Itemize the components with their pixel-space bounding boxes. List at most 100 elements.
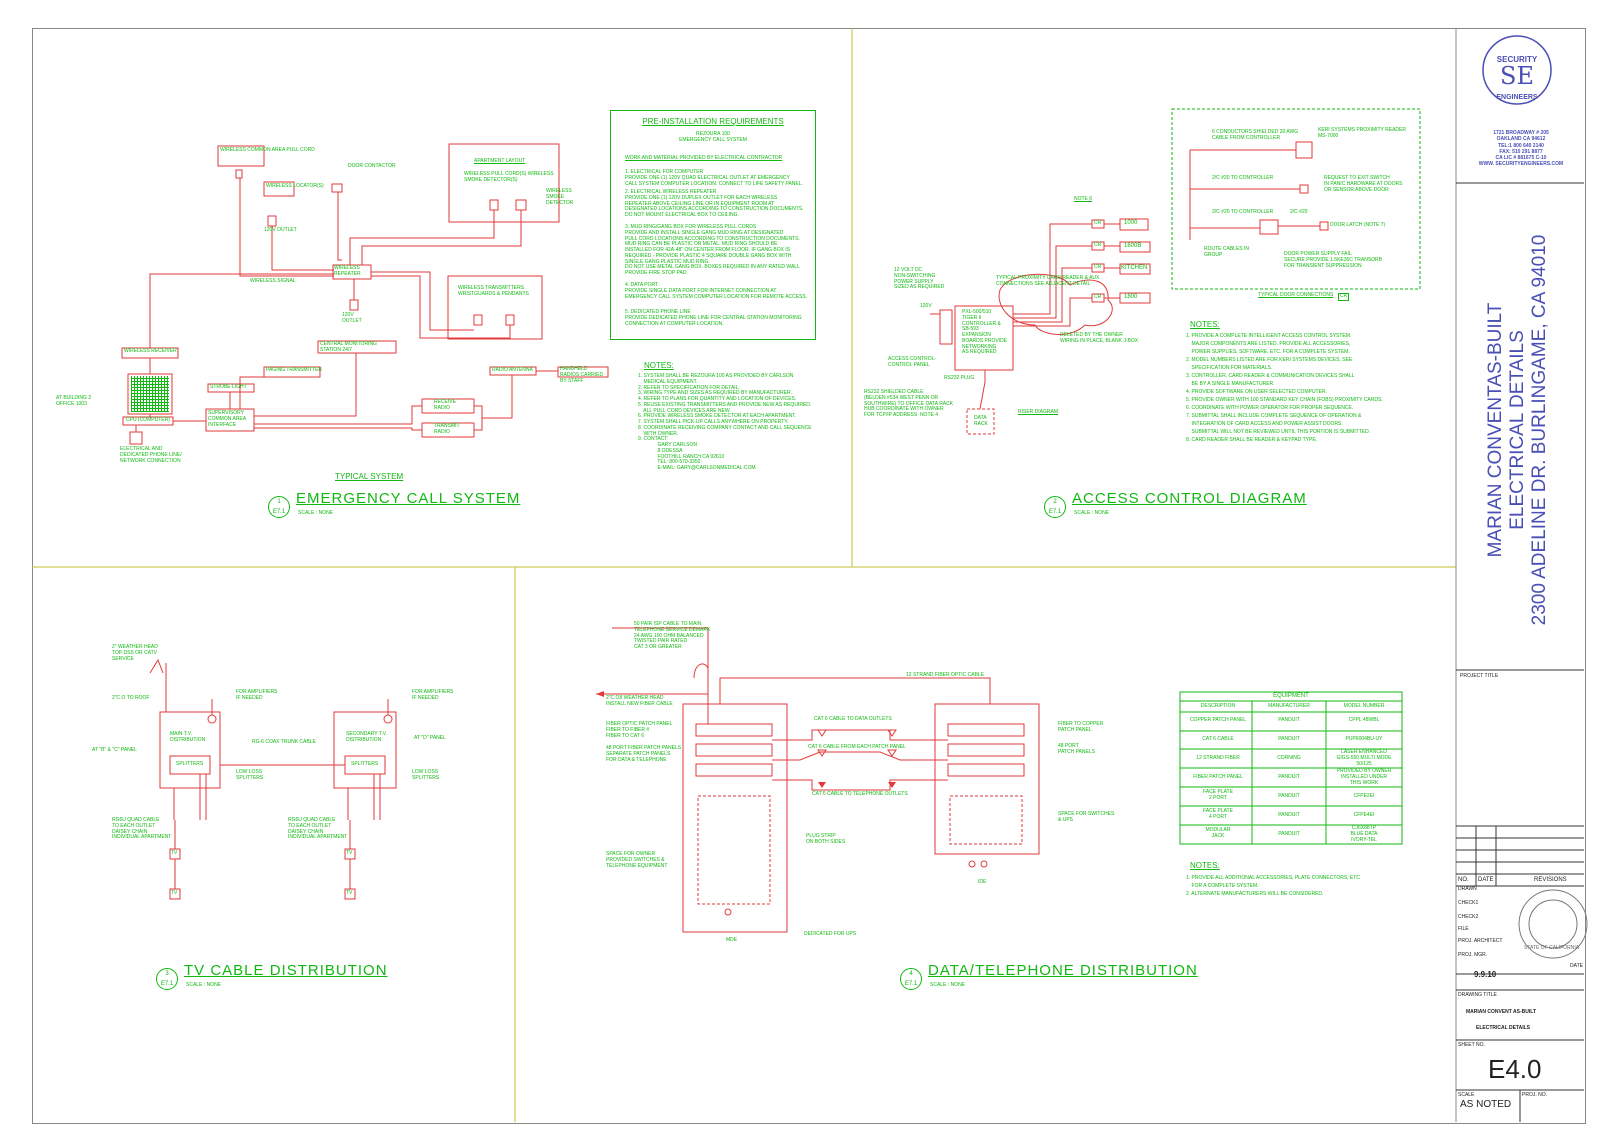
- company-address: 1721 BROADWAY # 205 OAKLAND CA 94612 TEL…: [1478, 130, 1564, 168]
- label-wireless-signal: WIRELESS SIGNAL: [250, 278, 296, 284]
- logo-security: SECURITY: [1496, 55, 1538, 64]
- drawing-sheet: [32, 28, 1586, 1124]
- equip-cell: 12 STRAND FIBER: [1196, 755, 1240, 761]
- access-notes-title: NOTES:: [1190, 320, 1220, 329]
- tv-at-d: AT "D" PANEL: [414, 735, 446, 741]
- req-title: PRE-INSTALLATION REQUIREMENTS: [642, 117, 784, 126]
- access-deleted: DELETED BY THE OWNER WIRING IN PLACE, BL…: [1060, 332, 1139, 344]
- equip-cell: PROVIDED BY OWNER INSTALLED UNDER THIS W…: [1336, 768, 1392, 786]
- data-weather: 2"C.O8 WEATHER HEAD INSTALL NEW FIBER CA…: [606, 695, 673, 707]
- access-note6: NOTE 6: [1074, 196, 1093, 202]
- tv-outlet-3: TV: [346, 850, 353, 856]
- access-notes: 1. PROVIDE A COMPLETE INTELLIGENT ACCESS…: [1186, 333, 1383, 443]
- equip-cell: PANDUIT: [1278, 736, 1300, 742]
- label-radio-antenna: RADIO ANTENNA: [492, 367, 533, 373]
- label-supervisory: SUPERVISORY COMMON AREA INTERFACE: [208, 410, 246, 428]
- data-fiber12: 12 STRAND FIBER OPTIC CABLE: [906, 672, 985, 678]
- tv-amp-2: FOR AMPLIFIERS IF NEEDED: [412, 689, 454, 701]
- label-cpu: CPU (COMPUTER): [126, 417, 170, 423]
- access-data-rack: DATA RACK: [974, 415, 988, 427]
- tv-at-bc: AT "B" & "C" PANEL: [92, 747, 137, 753]
- access-panel-label: ACCESS CONTROL- CONTROL PANEL: [888, 356, 937, 368]
- detail-title-1: EMERGENCY CALL SYSTEM: [296, 490, 521, 507]
- door-label-5: 2/C #20 TO CONTROLLER: [1212, 209, 1274, 215]
- detail-title-2: ACCESS CONTROL DIAGRAM: [1072, 490, 1307, 507]
- equip-header-1: MANUFACTURER: [1268, 703, 1310, 709]
- label-pull-cords-smoke: WIRELESS PULL CORD(S) WIRELESS SMOKE DET…: [464, 171, 554, 183]
- project-line-1: MARIAN CONVENTAS-BUILT: [1485, 302, 1507, 558]
- emergency-notes: 1. SYSTEM SHALL BE ReZoura 100 AS PROVID…: [638, 373, 812, 471]
- equip-cell: CJ6X88TP BLUE DATA IVORY-TEL: [1350, 825, 1378, 843]
- equip-cell: PUP6004BU-UY: [1345, 736, 1383, 742]
- date-value: 9.9.10: [1474, 970, 1497, 979]
- equip-cell: PANDUIT: [1278, 812, 1300, 818]
- cr-3: CR: [1094, 264, 1102, 270]
- data-space-owner: SPACE FOR OWNER PROVIDED SWITCHES & TELE…: [606, 851, 668, 869]
- equip-cell: PANDUIT: [1278, 717, 1300, 723]
- detail-scale-3: SCALE : NONE: [186, 982, 222, 988]
- detail-title-3: TV CABLE DISTRIBUTION: [184, 962, 388, 979]
- data-notes: 1. PROVIDE ALL ADDITIONAL ACCESSORIES, P…: [1186, 875, 1360, 897]
- door-label-4: REQUEST TO EXIT SWITCH IN PANIC HARDWARE…: [1324, 175, 1403, 193]
- door-label-7: DOOR LATCH (NOTE 7): [1330, 222, 1386, 228]
- cr-1: CR: [1094, 220, 1102, 226]
- tv-outlet-2: TV: [171, 890, 178, 896]
- data-cable50: 50 PAIR ISP CABLE TO MAIN TELEPHONE SERV…: [634, 621, 711, 650]
- equip-cell: CFPE2EI: [1353, 793, 1375, 799]
- label-transmitters: WIRELESS TRANSMITTERS WRISTGUARDS & PEND…: [458, 285, 529, 297]
- pre-installation-box: PRE-INSTALLATION REQUIREMENTS ReZoura 10…: [610, 110, 816, 340]
- date-label: DATE: [1570, 963, 1583, 969]
- rev-date-label: DATE: [1478, 877, 1494, 883]
- tv-low-loss-2: LOW LOSS SPLITTERS: [412, 769, 440, 781]
- label-locators: WIRELESS LOCATOR(S): [266, 183, 324, 190]
- data-port48-r: 48 PORT PATCH PANELS: [1058, 743, 1095, 755]
- detail-scale-1: SCALE : NONE: [298, 510, 334, 516]
- req-item-5: 5. DEDICATED PHONE LINE PROVIDE DEDICATE…: [625, 309, 802, 327]
- revisions-label: REVISIONS: [1534, 877, 1567, 883]
- tv-splitters-2: SPLITTERS: [351, 761, 379, 767]
- access-rs232-cable: RS232 SHIELDED CABLE (BELDEN #534 WEST P…: [864, 389, 954, 418]
- tv-outlet-1: TV: [171, 850, 178, 856]
- rev-no-label: NO.: [1458, 877, 1469, 883]
- label-handheld: HANDHELD RADIOS CARRIED BY STAFF: [560, 366, 604, 384]
- equip-cell: LASER ENHANCED GIGS-550 MULTI MODE 50/12…: [1336, 749, 1392, 767]
- scale-label: SCALE: [1458, 1092, 1475, 1098]
- room-1800: 1800: [1124, 294, 1138, 300]
- door-label-8: ROUTE CABLES IN GROUP: [1204, 246, 1250, 258]
- data-dedicated-ups: DEDICATED FOR UPS: [804, 931, 857, 937]
- access-supply: 12 VOLT DC NON-SWITCHING POWER SUPPLY SI…: [894, 267, 945, 291]
- access-rs232: RS232 PLUG: [944, 375, 975, 381]
- engineer-seal: STATE OF CALIFORNIA: [1524, 945, 1580, 951]
- data-space-sw: SPACE FOR SWITCHES & UPS: [1058, 811, 1115, 823]
- detail-title-4: DATA/TELEPHONE DISTRIBUTION: [928, 962, 1198, 979]
- access-120v: 120V: [920, 303, 932, 309]
- label-electrical-phone: ELECTRICAL AND DEDICATED PHONE LINE/ NET…: [120, 446, 182, 464]
- data-cat6-data: CAT 6 CABLE TO DATA OUTLETS: [814, 716, 892, 722]
- label-door-contactor: DOOR CONTACTOR: [348, 163, 396, 169]
- scale-value: AS NOTED: [1460, 1099, 1512, 1110]
- data-port48: 48 PORT FIBER PATCH PANELS SEPARATE PATC…: [606, 745, 682, 763]
- detail-scale-2: SCALE : NONE: [1074, 510, 1110, 516]
- equip-cell: MODULAR JACK: [1205, 827, 1231, 839]
- tv-low-loss-1: LOW LOSS SPLITTERS: [236, 769, 264, 781]
- cpu-monitor-screen: [131, 376, 169, 412]
- room-kitchen: KITCHEN: [1121, 265, 1148, 271]
- proj-mgr-label: PROJ. MGR.: [1458, 952, 1488, 958]
- equip-cell: CORNING: [1277, 755, 1301, 761]
- tv-trunk: RG-6 COAX TRUNK CABLE: [252, 739, 316, 745]
- equip-title: EQUIPMENT: [1273, 693, 1309, 699]
- door-label-2: KERI SYSTEMS PROXIMITY READER MS-7000: [1318, 127, 1406, 139]
- equip-cell: FACE PLATE 4 PORT: [1203, 808, 1233, 820]
- door-label-1: 6 CONDUCTORS SHIELDED 20 AWG CABLE FROM …: [1212, 129, 1299, 141]
- sheet-no-label: SHEET NO.: [1458, 1042, 1485, 1048]
- equip-cell: PANDUIT: [1278, 793, 1300, 799]
- room-1600b: 1600B: [1124, 243, 1142, 249]
- door-label-3: 2/C #20 TO CONTROLLER: [1212, 175, 1274, 181]
- equip-cell: CAT 6 CABLE: [1202, 736, 1234, 742]
- tv-rg6-2: RG6U QUAD CABLE TO EACH OUTLET DAISEY CH…: [288, 817, 348, 841]
- label-pull-cord: WIRELESS COMMON AREA PULL CORD: [220, 147, 315, 154]
- project-line-3: 2300 ADELINE DR. BURLINGAME, CA 94010: [1528, 234, 1550, 626]
